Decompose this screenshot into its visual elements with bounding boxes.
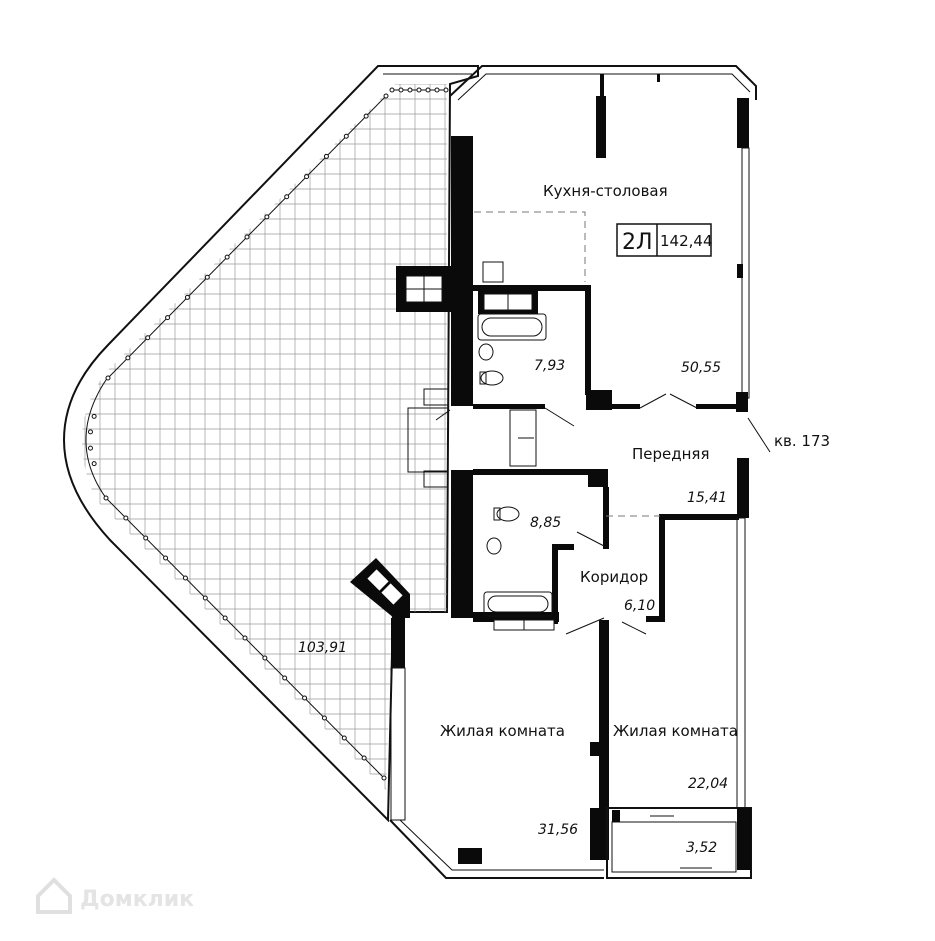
terrace-railing	[87, 87, 449, 781]
toilet-lower-icon	[496, 506, 520, 522]
hall-label: Передняя	[632, 445, 709, 463]
railing-post	[224, 254, 230, 260]
exterior-walls	[350, 65, 771, 879]
railing-post	[443, 87, 449, 93]
bathtub-lower-icon	[483, 591, 553, 617]
railing-post	[363, 113, 369, 119]
bath-upper-area: 7,93	[534, 358, 565, 374]
kitchen-area: 50,55	[681, 360, 721, 376]
plan-code: 2Л	[622, 230, 653, 255]
railing-post	[145, 335, 151, 341]
sink-upper-icon	[478, 343, 494, 361]
railing-post	[407, 87, 413, 93]
plan-total-area: 142,44	[660, 232, 713, 250]
living-right-label: Жилая комната	[613, 722, 738, 740]
railing-post	[321, 715, 327, 721]
railing-post	[262, 655, 268, 661]
toilet-upper-icon	[480, 370, 504, 386]
railing-post	[163, 555, 169, 561]
railing-post	[143, 535, 149, 541]
railing-post	[204, 274, 210, 280]
railing-post	[343, 133, 349, 139]
fixtures	[474, 211, 660, 617]
railing-post	[87, 445, 93, 451]
railing-post	[222, 615, 228, 621]
railing-post	[361, 755, 367, 761]
railing-post	[341, 735, 347, 741]
railing-post	[182, 575, 188, 581]
sink-lower-icon	[486, 537, 502, 555]
railing-post	[389, 87, 395, 93]
railing-post	[165, 315, 171, 321]
terrace-area: 103,91	[298, 640, 347, 656]
railing-post	[264, 214, 270, 220]
railing-post	[284, 194, 290, 200]
railing-post	[434, 87, 440, 93]
railing-post	[282, 675, 288, 681]
railing-post	[125, 355, 131, 361]
railing-post	[244, 234, 250, 240]
shower-drain-icon	[482, 261, 504, 283]
balcony-area: 3,52	[686, 840, 717, 856]
railing-post	[323, 153, 329, 159]
railing-post	[91, 461, 97, 467]
kitchen-label: Кухня-столовая	[543, 182, 668, 200]
railing-post	[302, 695, 308, 701]
living-right-area: 22,04	[688, 776, 728, 792]
terrace	[62, 65, 479, 823]
hall-area: 15,41	[687, 490, 727, 506]
railing-post	[105, 375, 111, 381]
railing-post	[383, 93, 389, 99]
railing-post	[425, 87, 431, 93]
railing-post	[242, 635, 248, 641]
railing-post	[87, 429, 93, 435]
room-labels: Кухня-столовая 50,55 7,93 Передняя 15,41…	[298, 182, 830, 856]
living-left-area: 31,56	[538, 822, 578, 838]
watermark: Домклик	[36, 877, 194, 914]
bath-lower-area: 8,85	[530, 515, 561, 531]
apartment-number: кв. 173	[774, 432, 830, 450]
railing-post	[381, 775, 387, 781]
railing-post	[123, 515, 129, 521]
railing-post	[398, 87, 404, 93]
corridor-label: Коридор	[580, 568, 648, 586]
living-left-label: Жилая комната	[440, 722, 565, 740]
railing-post	[184, 294, 190, 300]
house-logo-icon	[36, 877, 72, 914]
bathtub-upper-icon	[477, 313, 547, 341]
railing-post	[304, 174, 310, 180]
railing-post	[91, 413, 97, 419]
watermark-text: Домклик	[80, 887, 194, 912]
corridor-area: 6,10	[624, 598, 655, 614]
plan-stamp: 2Л 142,44	[616, 223, 713, 257]
railing-post	[416, 87, 422, 93]
railing-post	[103, 495, 109, 501]
railing-post	[202, 595, 208, 601]
